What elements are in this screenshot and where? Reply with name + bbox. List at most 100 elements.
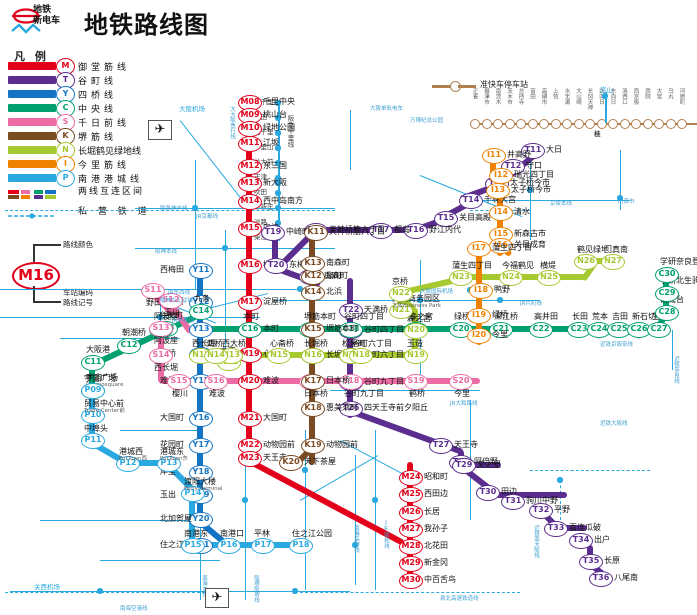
station-t32[interactable]: T32	[529, 503, 553, 519]
station-c27[interactable]: C27	[647, 322, 671, 338]
station-t20[interactable]: T20	[264, 258, 288, 274]
station-m25[interactable]: M25	[399, 487, 423, 503]
station-k11[interactable]: K11	[304, 225, 328, 241]
station-n23[interactable]: N23	[449, 270, 473, 286]
station-c29[interactable]: C29	[655, 286, 679, 302]
station-p18[interactable]: P18	[289, 538, 313, 554]
station-p12[interactable]: P12	[116, 456, 140, 472]
station-y17[interactable]: Y17	[189, 438, 213, 454]
station-c21[interactable]: C21	[489, 322, 513, 338]
station-t29[interactable]: T29	[452, 458, 476, 474]
station-s20[interactable]: S20	[449, 374, 473, 390]
station-m14[interactable]: M14	[238, 194, 262, 210]
station-m29[interactable]: M29	[399, 556, 423, 572]
station-p11[interactable]: P11	[81, 433, 105, 449]
station-p10[interactable]: P10	[81, 408, 105, 424]
station-c11[interactable]: C11	[81, 355, 105, 371]
station-n27[interactable]: N27	[601, 254, 625, 270]
station-t34[interactable]: T34	[569, 533, 593, 549]
station-m17[interactable]: M17	[238, 295, 262, 311]
station-y20[interactable]: Y20	[189, 512, 213, 528]
station-k15[interactable]: K15	[301, 322, 325, 338]
station-i12[interactable]: I12	[489, 168, 513, 184]
station-n18[interactable]: N18	[349, 348, 373, 364]
station-m26[interactable]: M26	[399, 505, 423, 521]
station-t17[interactable]: T17	[369, 223, 393, 239]
station-i13[interactable]: I13	[486, 183, 510, 199]
station-t22[interactable]: T22	[339, 303, 363, 319]
station-p17[interactable]: P17	[251, 538, 275, 554]
station-n22[interactable]: N22	[389, 286, 413, 302]
station-m23[interactable]: M23	[238, 451, 262, 467]
station-m12[interactable]: M12	[238, 159, 262, 175]
station-c30[interactable]: C30	[655, 267, 679, 283]
station-m11[interactable]: M11	[238, 136, 262, 152]
station-i14[interactable]: I14	[489, 205, 513, 221]
station-k13[interactable]: K13	[301, 256, 325, 272]
station-t35[interactable]: T35	[579, 554, 603, 570]
station-t16[interactable]: T16	[404, 223, 428, 239]
station-t33[interactable]: T33	[544, 521, 568, 537]
station-m10[interactable]: M10	[238, 121, 262, 137]
station-i19[interactable]: I19	[467, 308, 491, 324]
station-t15[interactable]: T15	[434, 211, 458, 227]
station-k18[interactable]: K18	[301, 401, 325, 417]
station-k17[interactable]: K17	[301, 374, 325, 390]
station-c12[interactable]: C12	[117, 338, 141, 354]
station-p15[interactable]: P15	[181, 538, 205, 554]
station-n19[interactable]: N19	[404, 348, 428, 364]
station-k14[interactable]: K14	[301, 285, 325, 301]
station-k20[interactable]: K20	[279, 455, 303, 471]
station-s19[interactable]: S19	[404, 374, 428, 390]
station-m15[interactable]: M15	[238, 221, 262, 237]
station-k19[interactable]: K19	[301, 438, 325, 454]
station-s11[interactable]: S11	[141, 283, 165, 299]
station-s14[interactable]: S14	[149, 348, 173, 364]
station-p09[interactable]: P09	[81, 383, 105, 399]
station-p16[interactable]: P16	[217, 538, 241, 554]
station-n21[interactable]: N21	[389, 303, 413, 319]
station-s16[interactable]: S16	[204, 374, 228, 390]
station-m27[interactable]: M27	[399, 522, 423, 538]
station-c22[interactable]: C22	[529, 322, 553, 338]
station-n14[interactable]: N14	[204, 348, 228, 364]
station-m24[interactable]: M24	[399, 470, 423, 486]
station-s18[interactable]: S18	[339, 374, 363, 390]
station-t31[interactable]: T31	[501, 494, 525, 510]
station-y16[interactable]: Y16	[189, 411, 213, 427]
station-i11[interactable]: I11	[482, 148, 506, 164]
station-c18[interactable]: C18	[339, 322, 363, 338]
station-p13[interactable]: P13	[157, 456, 181, 472]
station-m16[interactable]: M16	[238, 258, 262, 274]
station-m21[interactable]: M21	[238, 411, 262, 427]
station-i20[interactable]: I20	[467, 328, 491, 344]
station-i17[interactable]: I17	[467, 241, 491, 257]
station-m13[interactable]: M13	[238, 176, 262, 192]
station-c14[interactable]: C14	[189, 304, 213, 320]
station-t36[interactable]: T36	[589, 571, 613, 587]
station-y18[interactable]: Y18	[189, 465, 213, 481]
station-t26[interactable]: T26	[339, 401, 363, 417]
station-t27[interactable]: T27	[429, 438, 453, 454]
station-p14[interactable]: P14	[181, 486, 205, 502]
station-t11[interactable]: T11	[521, 143, 545, 159]
station-n15[interactable]: N15	[267, 348, 291, 364]
station-s12[interactable]: S12	[159, 293, 183, 309]
station-m20[interactable]: M20	[238, 374, 262, 390]
station-y13[interactable]: Y13	[189, 322, 213, 338]
station-n24[interactable]: N24	[499, 270, 523, 286]
station-n20[interactable]: N20	[404, 323, 428, 339]
station-n16[interactable]: N16	[301, 348, 325, 364]
station-m28[interactable]: M28	[399, 539, 423, 555]
station-m30[interactable]: M30	[399, 573, 423, 589]
station-t30[interactable]: T30	[476, 485, 500, 501]
station-s15[interactable]: S15	[167, 374, 191, 390]
station-t14[interactable]: T14	[459, 193, 483, 209]
station-n26[interactable]: N26	[574, 254, 598, 270]
station-y11[interactable]: Y11	[189, 263, 213, 279]
station-c28[interactable]: C28	[655, 305, 679, 321]
station-c16[interactable]: C16	[238, 322, 262, 338]
station-m09[interactable]: M09	[238, 108, 262, 124]
station-s13[interactable]: S13	[149, 321, 173, 337]
station-t19[interactable]: T19	[261, 225, 285, 241]
